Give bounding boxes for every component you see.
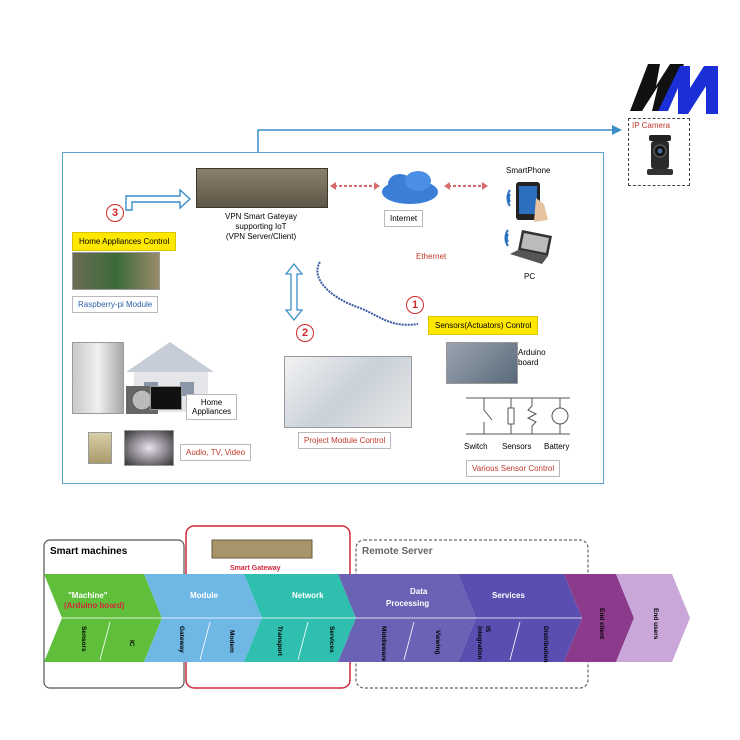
iot-value-chain: Smart machines Smart Gateway Remote Serv…	[43, 525, 690, 689]
internet-device-link	[444, 182, 488, 190]
network-heading: Network	[292, 591, 324, 600]
internet-label: Internet	[384, 210, 424, 227]
sub-middleware: Middleware	[380, 626, 387, 662]
sub-transport: Transport	[276, 626, 283, 657]
mm-logo	[630, 64, 718, 114]
sub-is: IS	[484, 626, 491, 633]
home-appliances-label: Home Appliances	[186, 394, 238, 420]
sensor-circuit	[466, 397, 570, 435]
vpn-gateway-device	[196, 168, 328, 208]
processing-heading: Processing	[386, 599, 429, 608]
wireless-icon-2	[504, 229, 509, 247]
chevron-end-client	[564, 574, 634, 662]
step-2-marker: 2	[296, 324, 314, 342]
wireless-icon	[506, 189, 511, 207]
remote-server-title: Remote Server	[362, 546, 433, 557]
arduino-label: Arduino board	[518, 348, 546, 367]
step-1-marker: 1	[406, 296, 424, 314]
gateway-to-project-arrow	[284, 262, 304, 322]
sub-distribution: Distribution	[542, 626, 549, 662]
sub-integration: integration	[476, 626, 483, 660]
audio-tv-video-label: Audio, TV, Video	[180, 444, 252, 461]
sub-modem: Modem	[228, 630, 235, 653]
sub-services: Services	[328, 626, 335, 653]
switch-label: Switch	[464, 442, 488, 451]
tv-photo	[150, 386, 182, 410]
sensor-cable	[316, 261, 419, 326]
gateway-to-appliances-arrow	[125, 188, 192, 211]
arduino-photo	[446, 342, 518, 384]
arduino-board-heading: (Arduino board)	[64, 601, 125, 610]
pc-label: PC	[524, 272, 536, 281]
chevron-end-users	[616, 574, 690, 662]
monitor-photo	[124, 430, 174, 466]
gateway-label: VPN Smart Gateyay supporting IoT (VPN Se…	[224, 212, 298, 241]
battery-label: Battery	[544, 442, 570, 451]
speaker-photo	[88, 432, 112, 464]
smartphone-icon	[516, 182, 548, 222]
project-module-photo	[284, 356, 412, 428]
sensors-label: Sensors	[502, 442, 532, 451]
refrigerator-photo	[72, 342, 124, 414]
smart-gateway-title: Smart Gateway	[230, 565, 281, 572]
gateway-internet-link	[330, 182, 380, 190]
camera-icon	[647, 135, 673, 175]
smartphone-label: SmartPhone	[506, 166, 551, 175]
laptop-icon	[510, 230, 552, 264]
gateway-image	[211, 539, 313, 559]
raspberry-pi-label: Raspberry-pi Module	[72, 296, 159, 313]
ip-camera-label: IP Camera	[632, 121, 671, 130]
cloud-icon	[382, 171, 438, 204]
services-heading: Services	[492, 591, 525, 600]
sub-sensors: Sensors	[80, 626, 87, 652]
sub-viewing: Viewing	[434, 630, 441, 654]
module-heading: Module	[190, 591, 219, 600]
sensors-control-label: Sensors(Actuators) Control	[428, 316, 539, 335]
machine-heading: "Machine"	[68, 591, 108, 600]
ip-camera-box: IP Camera	[628, 118, 690, 186]
ethernet-label: Ethernet	[416, 252, 447, 261]
sub-ic: IC	[128, 640, 135, 647]
raspberry-pi-photo	[72, 252, 160, 290]
smart-machines-title: Smart machines	[50, 546, 128, 557]
step-3-marker: 3	[106, 204, 124, 222]
sub-gateway: Gateway	[178, 626, 185, 653]
project-module-label: Project Module Control	[298, 432, 392, 449]
various-sensor-label: Various Sensor Control	[466, 460, 561, 477]
data-heading: Data	[410, 587, 428, 596]
end-client-label: End client	[598, 608, 605, 640]
end-users-label: End users	[652, 608, 659, 640]
home-appliances-control-label: Home Appliances Control	[72, 232, 177, 251]
